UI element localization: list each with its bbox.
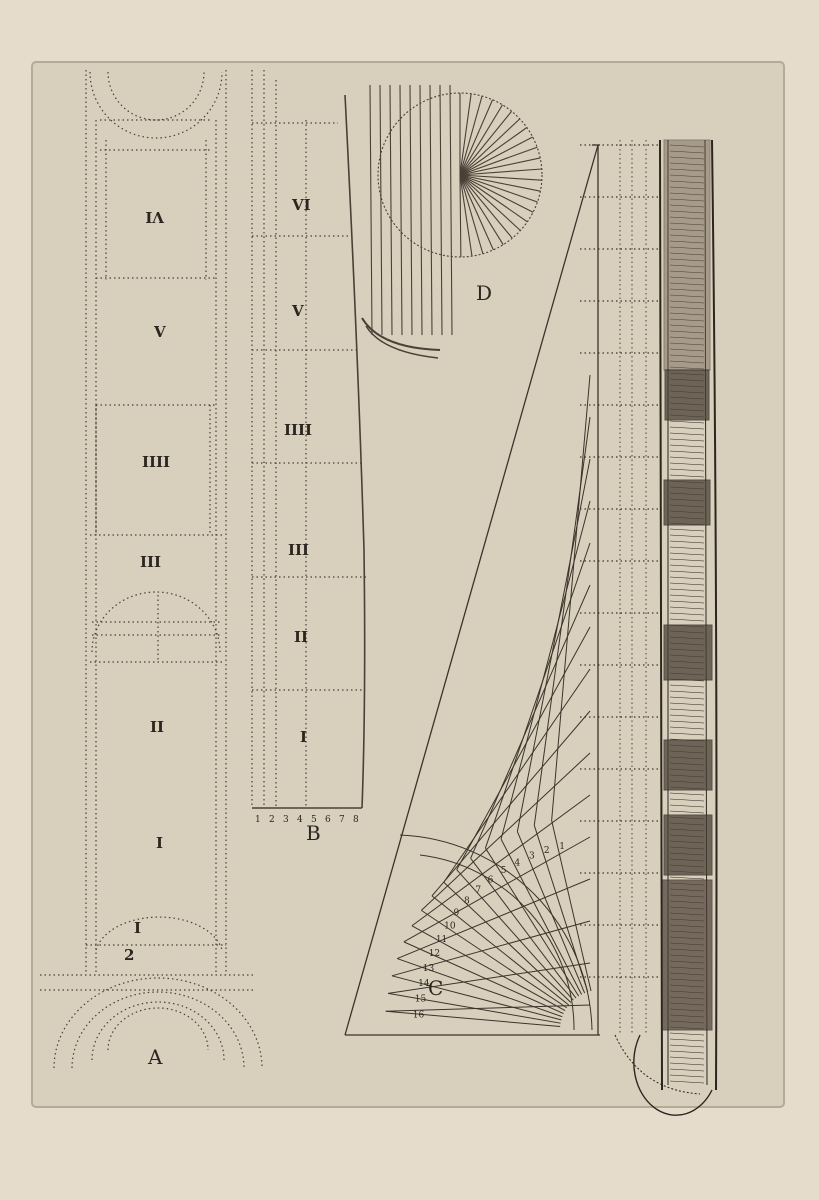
fig-a-middle-arc [91, 591, 221, 653]
fig-c-arc-inner [419, 854, 575, 1031]
fig-b-section-iiii: IIII [284, 421, 312, 439]
fig-b-scale-3: 3 [283, 815, 289, 825]
fig-b-section-iii: III [288, 541, 309, 559]
fig-c-scale-4: 13 [423, 964, 435, 974]
fig-a-inner-i: I [134, 919, 141, 937]
fig-a-top-arc [89, 71, 223, 139]
fig-c-scale-14: 3 [529, 852, 535, 862]
column-ornament-1 [664, 369, 710, 421]
fig-c-scale-2: 15 [415, 995, 427, 1005]
fig-b-scale-4: 4 [297, 815, 303, 825]
fig-b-section-i: I [300, 728, 307, 746]
fig-a-inner-2: 2 [124, 946, 134, 964]
fig-b-profile [344, 94, 366, 809]
fig-c-scale-7: 10 [444, 921, 456, 931]
fig-b-scale-8: 8 [353, 815, 359, 825]
fig-b-section-v: V [291, 302, 304, 320]
fig-c-scale-3: 14 [418, 979, 430, 989]
fig-c-scale-9: 8 [464, 896, 470, 906]
figure-a [40, 70, 263, 1069]
figure-d [361, 84, 543, 359]
column-ornament-3 [663, 624, 713, 681]
fig-c-scale-15: 2 [544, 846, 550, 856]
fig-c-scale-12: 5 [501, 866, 507, 876]
column-ornament-4 [663, 739, 713, 791]
fig-c-scale-13: 4 [515, 858, 521, 868]
fig-c-scale-8: 9 [454, 908, 460, 918]
figure-b [251, 70, 366, 809]
fig-a-section-vi: VI [145, 208, 165, 226]
fig-c-label: C [428, 976, 443, 1000]
ornamented-column-elevation [614, 139, 718, 1116]
fig-b-scale-1: 1 [255, 815, 261, 825]
right-guide-lines [619, 140, 647, 1035]
fig-b-section-labels: VI V IIII III II I B [284, 196, 321, 845]
fig-b-label: B [306, 821, 321, 845]
column-capital [663, 139, 711, 371]
fig-c-scale-5: 12 [429, 949, 440, 959]
fig-b-section-ii: II [294, 628, 308, 646]
fig-c-scale-1: 16 [413, 1010, 425, 1020]
fig-c-scale-16: 1 [559, 842, 565, 852]
fig-a-section-labels: VI V IIII III II I I 2 A [124, 208, 170, 1069]
fig-c-scale-6: 11 [436, 935, 447, 945]
plate-mark [31, 61, 785, 1108]
fig-d-base-molding [361, 317, 441, 351]
figure-c [344, 144, 660, 1036]
fig-d-label: D [476, 281, 492, 305]
fig-b-scale-2: 2 [269, 815, 275, 825]
column-ornament-2 [663, 479, 711, 526]
fig-a-label: A [147, 1045, 163, 1069]
fig-b-scale-6: 6 [325, 815, 331, 825]
fig-a-section-ii: II [150, 718, 164, 736]
column-ornament-6 [661, 879, 713, 1031]
fig-b-scale-5: 5 [311, 815, 317, 825]
fig-a-section-v: V [153, 323, 166, 341]
fig-a-section-i: I [156, 834, 163, 852]
fig-b-scale-7: 7 [339, 815, 345, 825]
column-ornament-5 [663, 814, 713, 876]
fig-a-section-iii: III [140, 553, 161, 571]
fig-c-scale-10: 7 [475, 885, 481, 895]
fig-c-arc-outer [399, 834, 593, 1031]
fig-c-scale-11: 6 [488, 875, 494, 885]
fig-c-hypotenuse [344, 144, 599, 1036]
fig-b-section-vi: VI [291, 196, 311, 214]
fig-a-section-iiii: IIII [142, 453, 170, 471]
